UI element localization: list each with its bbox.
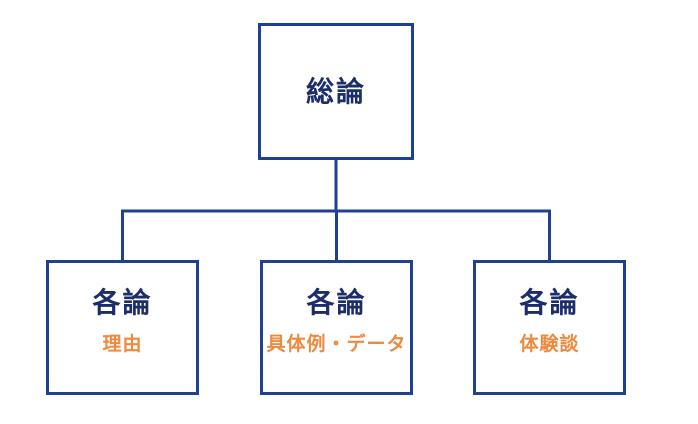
child-node-sublabel: 理由	[102, 334, 143, 355]
child-node-personal-experience: 各論 体験談	[473, 260, 626, 395]
root-node-general-statement: 総論	[258, 23, 414, 160]
child-node-label: 各論	[519, 287, 580, 318]
child-node-examples-data: 各論 具体例・データ	[260, 260, 413, 395]
child-node-sublabel: 具体例・データ	[266, 334, 407, 355]
child-node-label: 各論	[92, 287, 153, 318]
child-node-reason: 各論 理由	[46, 260, 199, 395]
child-node-label: 各論	[306, 287, 367, 318]
root-node-label: 総論	[305, 76, 366, 107]
child-node-sublabel: 体験談	[519, 334, 580, 355]
